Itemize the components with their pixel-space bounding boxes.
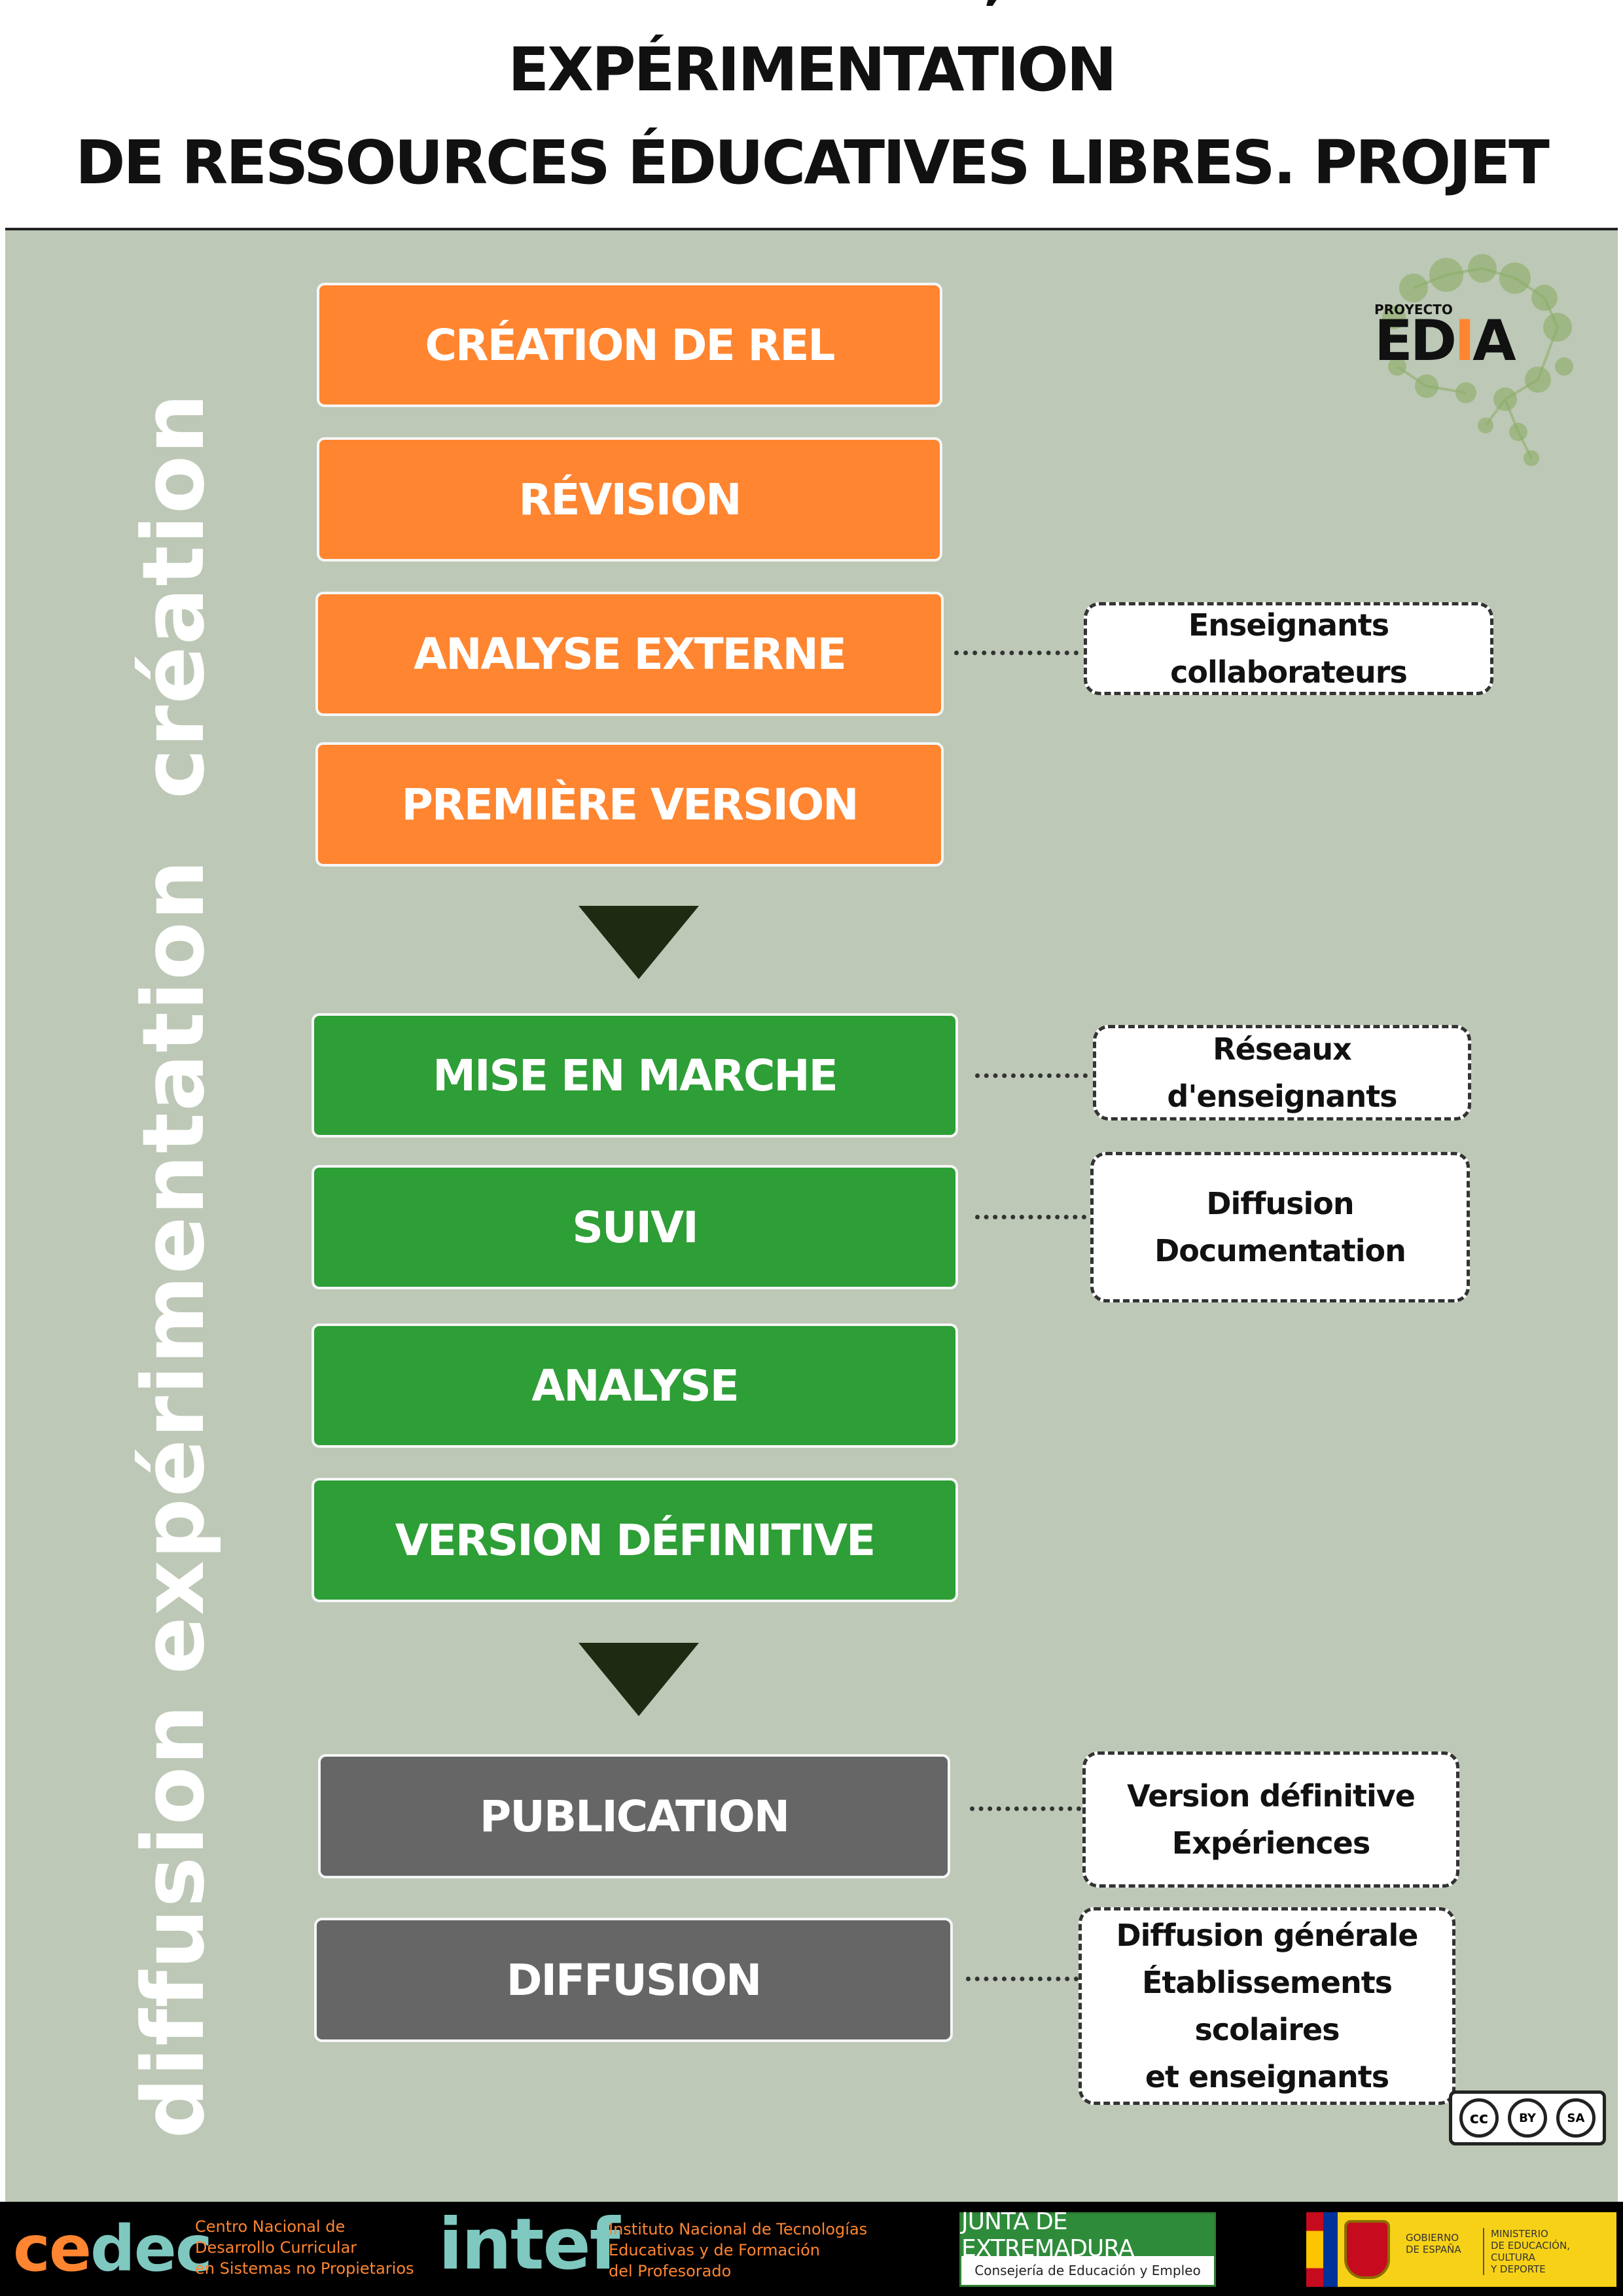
phase-label-experimentation: expérimentation [124,858,223,1675]
title-line-1: PROCESSUS DE CRÉATION, DIFFUSION ET EXPÉ… [149,0,1475,105]
title-banner: PROCESSUS DE CRÉATION, DIFFUSION ET EXPÉ… [5,0,1618,291]
by-label: BY [1519,2111,1536,2125]
connector-publication [970,1806,1081,1811]
sa-icon: SA [1556,2098,1596,2138]
edia-logo: PROYECTO EDIA [1374,254,1573,466]
step-diffusion: DIFFUSION [314,1918,953,2042]
connector-mise-en-marche [975,1073,1088,1078]
cedec-description: Centro Nacional de Desarrollo Curricular… [195,2217,414,2278]
edia-logo-ed: ED [1374,308,1454,374]
junta-subtitle: Consejería de Educación y Empleo [974,2263,1201,2278]
flow-arrow-2 [579,1643,699,1716]
coat-of-arms-icon [1344,2220,1390,2279]
note-publication-line-1: Version définitive [1127,1778,1416,1814]
note-diffusion-line-3: et enseignants [1145,2059,1389,2094]
note-reseaux-enseignants: Réseaux d'enseignants [1093,1025,1471,1121]
step-creation-rel: CRÉATION DE REL [317,283,942,407]
cedec-logo-ce: ce [13,2212,92,2286]
note-diffusion-line-2: Établissements scolaires [1141,1965,1393,2047]
cedec-logo-dec: dec [90,2212,213,2286]
svg-text:EDIA: EDIA [1374,308,1516,374]
note-diffusion-documentation: Diffusion Documentation [1090,1152,1470,1302]
edia-logo-proyecto: PROYECTO [1374,302,1453,317]
connector-diffusion [966,1977,1079,1981]
step-suivi: SUIVI [312,1165,958,1289]
step-premiere-version: PREMIÈRE VERSION [315,742,944,867]
edia-logo-a: A [1472,308,1516,374]
gobierno-espana-logo: GOBIERNO DE ESPAÑA MINISTERIO DE EDUCACI… [1306,2212,1616,2287]
ministerio-text: MINISTERIO DE EDUCACIÓN, CULTURA Y DEPOR… [1483,2228,1616,2275]
note-suivi-line-1: Diffusion [1206,1186,1354,1221]
note-enseignants-collaborateurs: Enseignants collaborateurs [1084,602,1493,695]
cc-license-badge[interactable]: cc BY SA [1449,2090,1606,2145]
step-revision: RÉVISION [317,437,942,562]
note-suivi-line-2: Documentation [1154,1233,1406,1268]
junta-title: JUNTA DE EXTREMADURA [961,2208,1214,2262]
cc-icon: cc [1459,2098,1499,2138]
sa-label: SA [1567,2111,1585,2125]
intef-description: Instituto Nacional de Tecnologías Educat… [609,2220,868,2280]
step-analyse-externe: ANALYSE EXTERNE [315,592,944,716]
step-mise-en-marche: MISE EN MARCHE [312,1013,958,1138]
step-publication: PUBLICATION [318,1754,950,1878]
cedec-logo: cedec [13,2216,213,2282]
phase-label-creation: création [124,392,223,799]
gobierno-text: GOBIERNO DE ESPAÑA [1406,2232,1461,2255]
note-reseaux-enseignants-text: Réseaux d'enseignants [1167,1031,1397,1114]
eu-flag-icon [1323,2212,1338,2287]
step-version-definitive: VERSION DÉFINITIVE [312,1478,958,1602]
junta-extremadura-logo: JUNTA DE EXTREMADURA Consejería de Educa… [959,2208,1216,2287]
phase-label-diffusion: diffusion [124,1703,223,2139]
note-publication-line-2: Expériences [1171,1825,1370,1861]
step-analyse: ANALYSE [312,1323,958,1448]
flow-arrow-1 [579,906,699,979]
intef-logo: intef [438,2204,620,2286]
by-icon: BY [1508,2098,1547,2138]
connector-analyse-externe [954,651,1079,655]
note-diffusion: Diffusion générale Établissements scolai… [1079,1907,1455,2105]
note-enseignants-collaborateurs-text: Enseignants collaborateurs [1170,607,1408,690]
edia-logo-i: I [1454,308,1472,374]
connector-suivi [975,1215,1086,1219]
spain-flag-icon [1306,2212,1323,2287]
note-publication: Version définitive Expériences [1082,1751,1459,1888]
note-diffusion-line-1: Diffusion générale [1116,1918,1418,1953]
